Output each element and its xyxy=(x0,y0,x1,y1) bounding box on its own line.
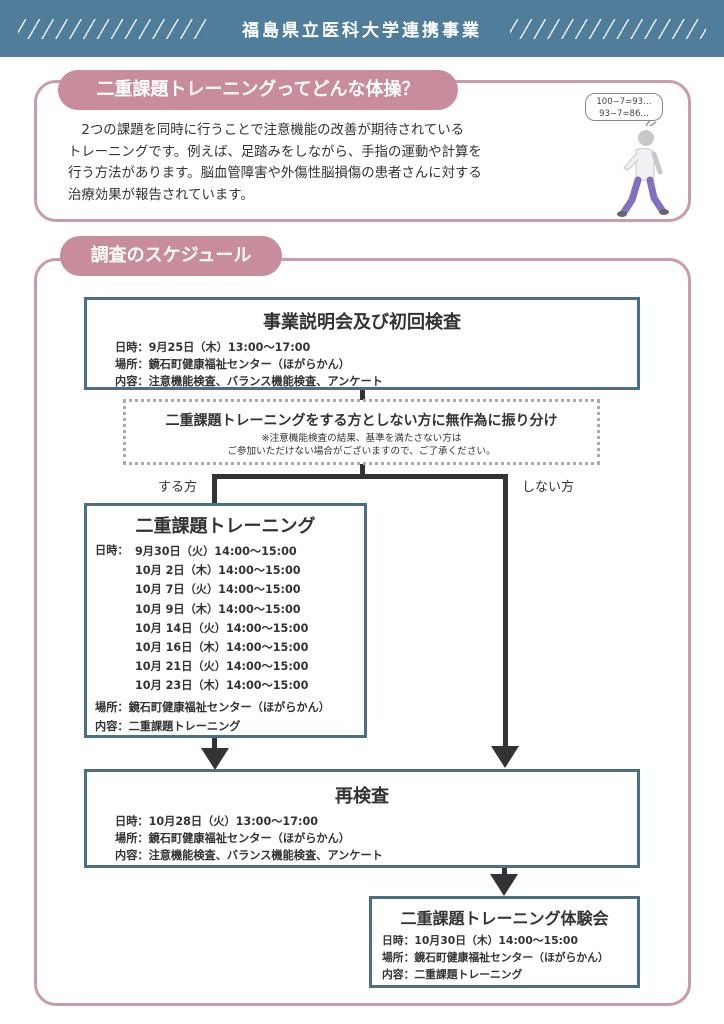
training-date: 10月 23日（木）14:00〜15:00 xyxy=(135,679,309,693)
header-hatch-right xyxy=(510,19,706,39)
training-content: 内容：二重課題トレーニング xyxy=(95,720,241,733)
connector-line xyxy=(212,474,217,504)
experience-box: 二重課題トレーニング体験会 日時：10月30日（木）14:00〜15:00 場所… xyxy=(369,896,640,988)
branch-yes-label: する方 xyxy=(158,480,198,495)
experience-date: 日時：10月30日（木）14:00〜15:00 xyxy=(382,934,578,947)
retest-title: 再検査 xyxy=(335,786,389,807)
retest-place: 場所：鏡石町健康福祉センター（ほがらかん） xyxy=(115,832,350,845)
intro-line: 行う方法があります。脳血管障害や外傷性脳損傷の患者さんに対する xyxy=(68,166,482,181)
intro-line: 2つの課題を同時に行うことで注意機能の改善が期待されている xyxy=(68,123,465,138)
training-date: 9月30日（火）14:00〜15:00 xyxy=(135,545,297,558)
training-title: 二重課題トレーニング xyxy=(135,516,316,537)
experience-content: 内容：二重課題トレーニング xyxy=(382,968,523,981)
initial-exam-box: 事業説明会及び初回検査 日時：9月25日（木）13:00〜17:00 場所：鏡石… xyxy=(84,297,640,390)
initial-exam-date: 日時：9月25日（木）13:00〜17:00 xyxy=(115,341,311,354)
schedule-heading: 調査のスケジュール xyxy=(60,236,282,276)
connector-line xyxy=(503,474,508,746)
connector-line xyxy=(360,464,365,478)
retest-box: 再検査 日時：10月28日（火）13:00〜17:00 場所：鏡石町健康福祉セン… xyxy=(84,769,640,868)
connector-line xyxy=(212,474,508,479)
training-date: 10月 14日（火）14:00〜15:00 xyxy=(135,621,309,635)
arrow-down-icon xyxy=(490,874,518,896)
initial-exam-title: 事業説明会及び初回検査 xyxy=(263,312,461,333)
intro-line: 治療効果が報告されています。 xyxy=(68,187,254,203)
header-title: 福島県立医科大学連携事業 xyxy=(242,21,482,41)
header-bar: 福島県立医科大学連携事業 xyxy=(0,0,724,57)
assignment-note: ※注意機能検査の結果、基準を満たさない方は xyxy=(261,433,462,444)
random-assignment-box: 二重課題トレーニングをする方としない方に無作為に振り分け ※注意機能検査の結果、… xyxy=(123,399,600,465)
retest-date: 日時：10月28日（火）13:00〜17:00 xyxy=(115,815,319,828)
connector-line xyxy=(360,389,365,400)
training-place: 場所：鏡石町健康福祉センター（ほがらかん） xyxy=(95,701,330,714)
assignment-title: 二重課題トレーニングをする方としない方に無作為に振り分け xyxy=(165,413,558,429)
bubble-line: 100−7=93… xyxy=(596,97,652,107)
connector-line xyxy=(212,736,217,750)
assignment-note: ご参加いただけない場合がございますので、ご了承ください。 xyxy=(227,446,496,457)
intro-line: トレーニングです。例えば、足踏みをしながら、手指の運動や計算を xyxy=(68,144,482,160)
initial-exam-content: 内容：注意機能検査、バランス機能検査、アンケート xyxy=(115,375,383,388)
branch-no-label: しない方 xyxy=(522,480,575,495)
training-date: 10月 7日（火）14:00〜15:00 xyxy=(135,583,301,597)
bubble-line: 93−7=86… xyxy=(599,109,649,119)
training-date-label: 日時： xyxy=(95,544,129,557)
walking-person-icon xyxy=(617,119,669,217)
training-date: 10月 21日（火）14:00〜15:00 xyxy=(135,660,309,674)
initial-exam-place: 場所：鏡石町健康福祉センター（ほがらかん） xyxy=(115,358,350,371)
intro-text: 2つの課題を同時に行うことで注意機能の改善が期待されている トレーニングです。例… xyxy=(68,120,568,206)
training-date: 10月 16日（木）14:00〜15:00 xyxy=(135,641,309,655)
connector-line xyxy=(502,866,507,876)
arrow-down-icon xyxy=(491,746,519,768)
training-box: 二重課題トレーニング 日時： 9月30日（火）14:00〜15:00 10月 2… xyxy=(84,503,367,738)
calc-speech-bubble: 100−7=93… 93−7=86… xyxy=(585,93,663,121)
arrow-down-icon xyxy=(201,748,229,770)
training-date: 10月 2日（木）14:00〜15:00 xyxy=(135,564,301,578)
intro-heading: 二重課題トレーニングってどんな体操？ xyxy=(58,70,458,110)
training-date: 10月 9日（木）14:00〜15:00 xyxy=(135,602,301,616)
retest-content: 内容：注意機能検査、バランス機能検査、アンケート xyxy=(115,849,383,862)
experience-title: 二重課題トレーニング体験会 xyxy=(400,909,609,928)
header-hatch-left xyxy=(18,19,208,39)
experience-place: 場所：鏡石町健康福祉センター（ほがらかん） xyxy=(382,951,609,964)
